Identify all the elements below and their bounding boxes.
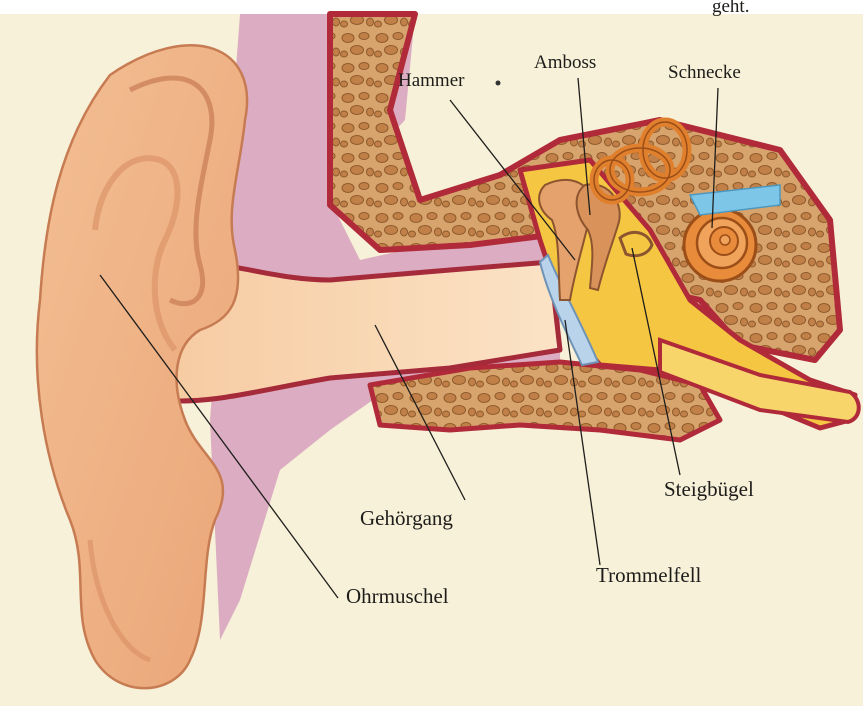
- hammer-label: Hammer: [398, 70, 465, 91]
- trommelfell-label: Trommelfell: [596, 563, 702, 587]
- corner-text: geht.: [712, 0, 749, 17]
- gehoergang-label: Gehörgang: [360, 506, 453, 530]
- steigbuegel-label: Steigbügel: [664, 477, 754, 501]
- amboss-label: Amboss: [534, 52, 596, 73]
- hammer-label-dot: [496, 81, 501, 86]
- schnecke-label: Schnecke: [668, 62, 741, 83]
- cochlea: [684, 209, 756, 281]
- ohrmuschel-label: Ohrmuschel: [346, 584, 449, 608]
